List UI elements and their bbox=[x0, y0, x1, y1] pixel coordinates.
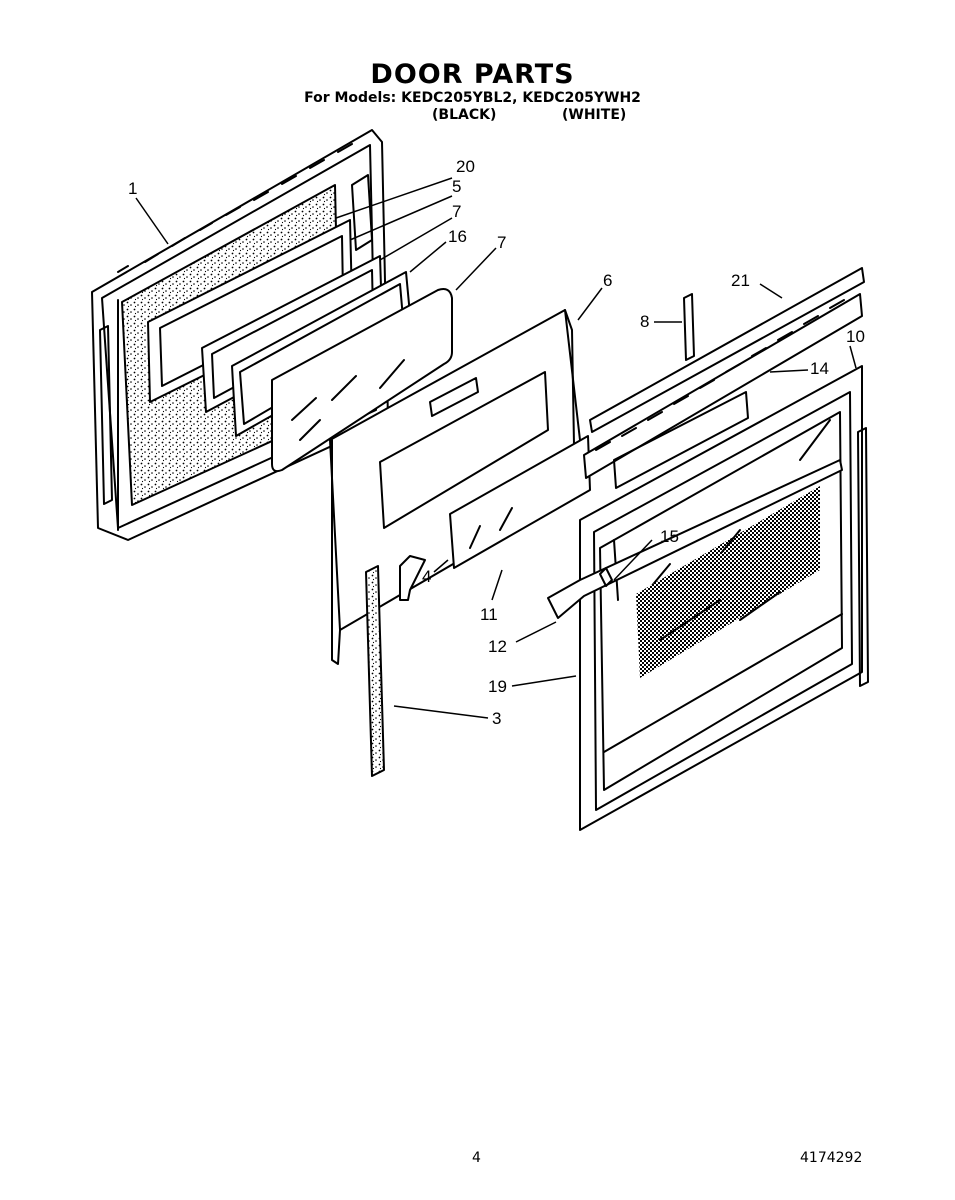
callout-part-4: 4 bbox=[422, 567, 432, 586]
color-variants: (BLACK) (WHITE) bbox=[0, 107, 955, 125]
document-number: 4174292 bbox=[800, 1150, 863, 1166]
callout-part-1: 1 bbox=[128, 179, 138, 198]
color-black-label: (BLACK) bbox=[432, 107, 497, 123]
hinge-bracket bbox=[399, 555, 426, 601]
color-white-label: (WHITE) bbox=[562, 107, 627, 123]
callout-part-7a: 7 bbox=[452, 202, 462, 221]
door-inner-panel bbox=[329, 309, 591, 665]
page-number: 4 bbox=[472, 1150, 481, 1166]
page-title: DOOR PARTS bbox=[370, 59, 575, 90]
models-line: For Models: KEDC205YBL2, KEDC205YWH2 bbox=[304, 90, 641, 106]
vent-trim bbox=[583, 293, 863, 489]
callout-part-20: 20 bbox=[456, 157, 475, 176]
callout-part-15: 15 bbox=[660, 527, 679, 546]
callout-part-5: 5 bbox=[452, 177, 462, 196]
spring-clip bbox=[683, 293, 695, 361]
header: DOOR PARTS For Models: KEDC205YBL2, KEDC… bbox=[0, 59, 955, 107]
callout-part-3: 3 bbox=[492, 709, 502, 728]
callout-part-7b: 7 bbox=[497, 233, 507, 252]
door-glass-panel bbox=[271, 288, 453, 473]
callout-part-11: 11 bbox=[480, 605, 498, 624]
leader-lines bbox=[135, 177, 857, 719]
callout-part-16: 16 bbox=[448, 227, 467, 246]
callout-part-8: 8 bbox=[640, 312, 650, 331]
callout-part-10: 10 bbox=[846, 327, 865, 346]
top-trim-strip bbox=[589, 267, 865, 433]
callout-part-21: 21 bbox=[731, 271, 750, 290]
door-handle bbox=[547, 459, 843, 619]
callout-part-12: 12 bbox=[488, 637, 507, 656]
insulation-strip bbox=[365, 565, 385, 777]
callout-part-19: 19 bbox=[488, 677, 507, 696]
callout-part-6: 6 bbox=[603, 271, 613, 290]
callout-part-14: 14 bbox=[810, 359, 829, 378]
